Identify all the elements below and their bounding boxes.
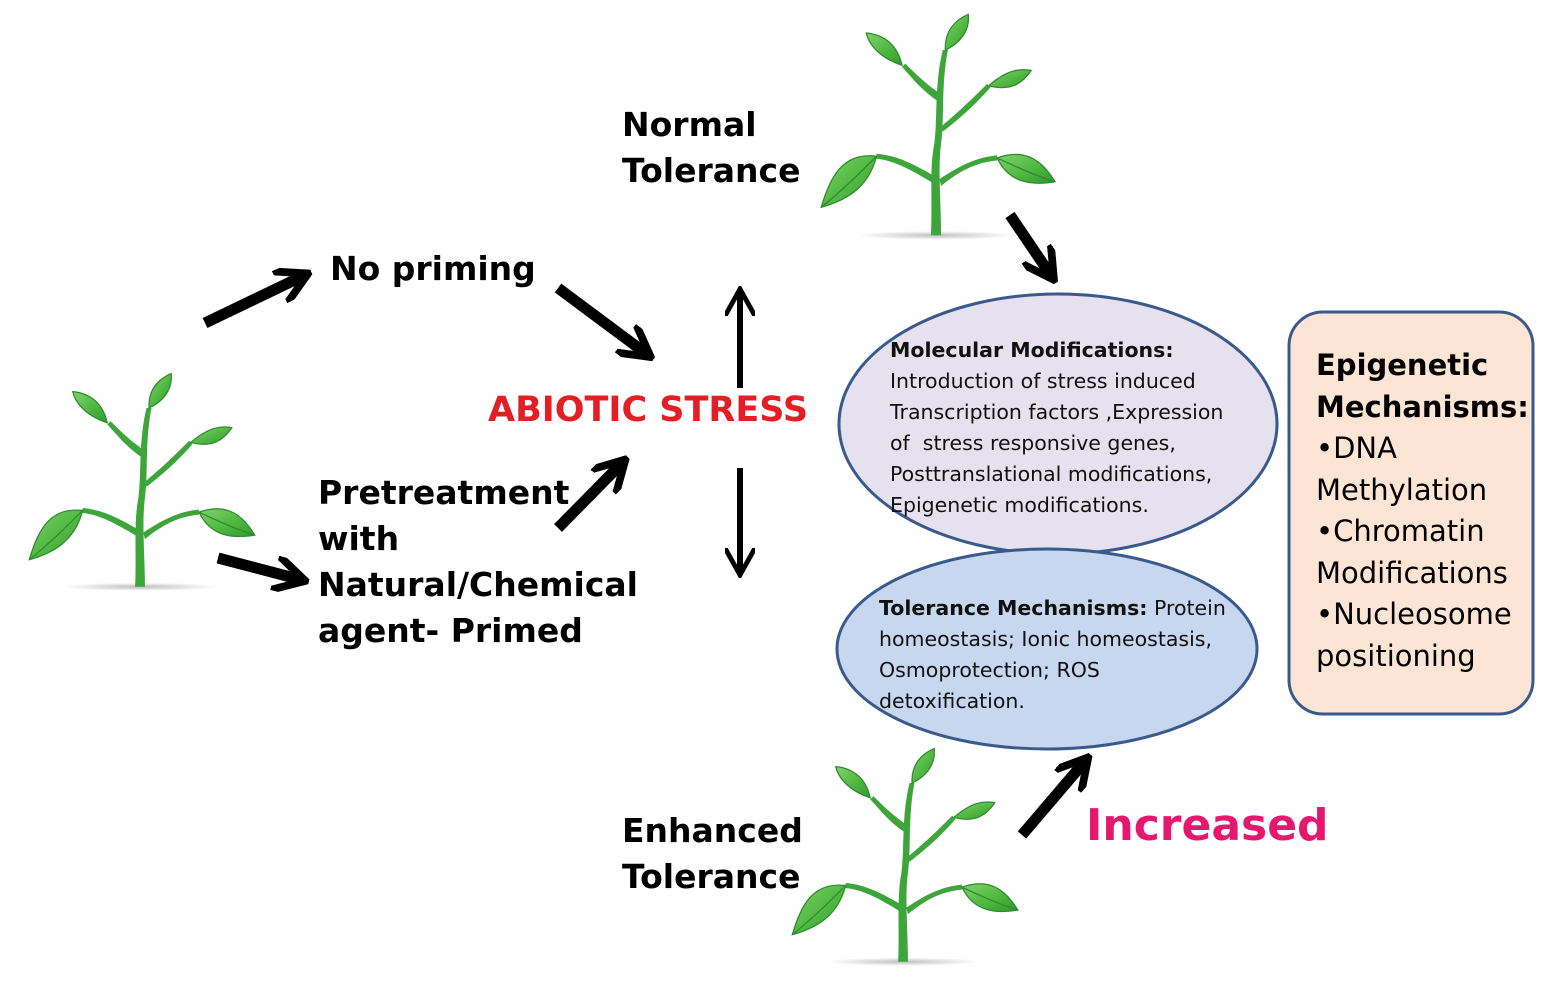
epigenetic-title: Epigenetic — [1316, 348, 1489, 382]
arrow-icon-enhanced-to-tolerance — [1017, 760, 1086, 839]
plant-icon-normal — [820, 13, 1056, 241]
arrow-icon-normal-to-molecular — [1005, 211, 1052, 277]
epigenetic-item: •DNA — [1316, 431, 1397, 465]
arrow-icon-no-priming-to-stress — [554, 283, 648, 355]
arrow-icon-pretreatment-to-stress — [554, 462, 623, 532]
arrow-icon-to-pretreatment — [216, 552, 302, 580]
tolerance-mechanisms-title: Tolerance Mechanisms: — [879, 596, 1148, 620]
molecular-modifications-text: Molecular Modifications: Introduction of… — [890, 338, 1224, 517]
abiotic-stress-label: ABIOTIC STRESS — [488, 390, 809, 430]
epigenetic-item: •Chromatin — [1316, 514, 1485, 548]
epigenetic-mechanisms-text: Epigenetic Mechanisms: •DNA Methylation … — [1316, 345, 1529, 677]
increased-label: Increased — [1086, 800, 1329, 851]
tolerance-mechanisms-oval — [835, 547, 1259, 751]
epigenetic-item: •Nucleosome — [1316, 597, 1512, 631]
normal-tolerance-label: Normal Tolerance — [622, 105, 801, 190]
tolerance-mechanisms-text: Tolerance Mechanisms: Protein homeostasi… — [879, 596, 1226, 713]
molecular-modifications-title: Molecular Modifications: — [890, 338, 1174, 362]
epigenetic-mechanisms-box — [1287, 310, 1535, 716]
arrow-icon-to-no-priming — [202, 275, 305, 328]
plant-icon-enhanced — [791, 747, 1019, 967]
pretreatment-label: Pretreatment with Natural/Chemical agent… — [318, 473, 638, 650]
enhanced-tolerance-label: Enhanced Tolerance — [622, 811, 803, 896]
no-priming-label: No priming — [330, 249, 536, 288]
